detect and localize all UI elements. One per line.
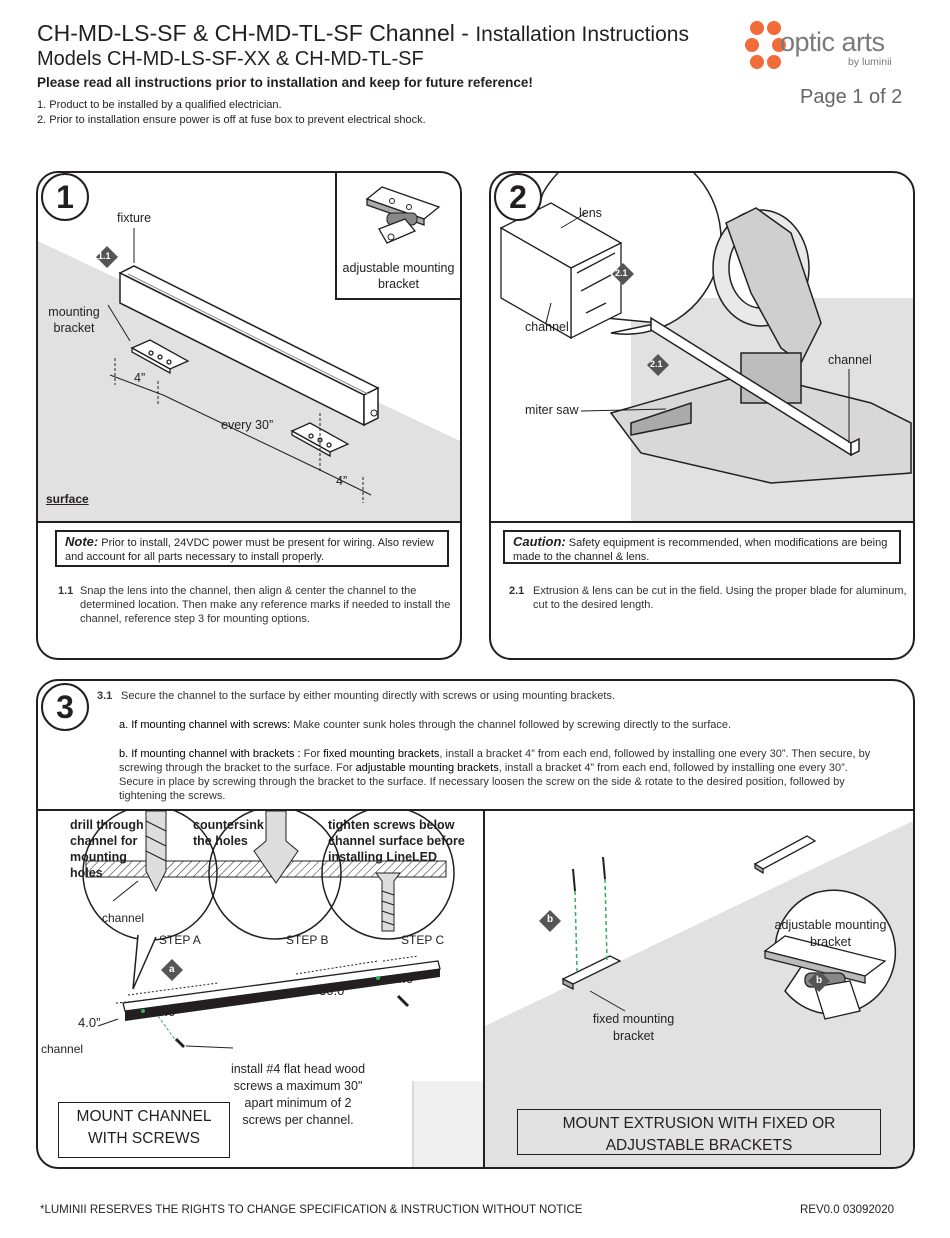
step2-lens-label: lens: [579, 206, 602, 220]
step3-step-c-label: STEP C: [401, 933, 445, 947]
step3-option-b-text1: For: [303, 748, 321, 760]
step3-intro: 3.1 Secure the channel to the surface by…: [97, 689, 913, 703]
step3-badge-b2-label: b: [816, 975, 823, 986]
step1-fixture-label: fixture: [117, 211, 152, 225]
step1-dim-4: 4”: [134, 371, 146, 385]
step2-instruction-number: 2.1: [509, 585, 525, 597]
step2-channel-a-label: channel: [525, 320, 569, 334]
step2-caution-text: Safety equipment is recommended, when mo…: [513, 537, 888, 563]
step3-badge-b1-label: b: [547, 914, 554, 925]
step3-dim-40-a: 4.0”: [78, 1015, 101, 1030]
step1-dim-4b: 4”: [336, 474, 348, 488]
step3-mount-brackets-box: MOUNT EXTRUSION WITH FIXED OR ADJUSTABLE…: [517, 1109, 881, 1155]
step1-instruction: 1.1 Snap the lens into the channel, then…: [58, 584, 460, 626]
step1-divider: [38, 521, 460, 523]
models-line: Models CH-MD-LS-SF-XX & CH-MD-TL-SF: [37, 48, 424, 70]
step2-caution-box: Caution: Safety equipment is recommended…: [503, 530, 901, 564]
step1-adjustable-bracket-label: adjustable mounting bracket: [342, 261, 455, 291]
step3-step-a-label: STEP A: [159, 933, 201, 947]
adjustable-bracket-icon: [365, 186, 441, 244]
footer-revision: REV0.0 03092020: [800, 1204, 894, 1216]
step3-mount-screws-box: MOUNT CHANNEL WITH SCREWS: [58, 1102, 230, 1158]
step3-option-a-text: Make counter sunk holes through the chan…: [293, 719, 732, 731]
step1-note-box: Note: Prior to install, 24VDC power must…: [55, 530, 449, 567]
step3-badge-a-label: a: [169, 964, 175, 975]
step1-badge-label: 1.1: [98, 251, 111, 261]
footer-disclaimer: *LUMINII RESERVES THE RIGHTS TO CHANGE S…: [40, 1204, 583, 1216]
step1-mounting-bracket-label: mounting bracket: [48, 305, 100, 335]
step2-miter-saw-label: miter saw: [525, 403, 579, 417]
step1-instruction-number: 1.1: [58, 585, 74, 597]
step2-caution-title: Caution:: [513, 534, 566, 549]
step3-option-a: a. If mounting channel with screws: Make…: [119, 718, 899, 732]
step3-number: 3: [41, 683, 89, 731]
step3-dim-300-a: 30.0”: [150, 1004, 180, 1019]
step2-instruction: 2.1 Extrusion & lens can be cut in the f…: [509, 584, 913, 612]
step1-panel: 1.1 1 fixture mounting bracket 4” every …: [36, 171, 462, 660]
step1-every-30: every 30”: [221, 418, 274, 432]
step1-instruction-text: Snap the lens into the channel, then ali…: [80, 585, 451, 625]
logo-dots-icon: [745, 21, 786, 69]
step3-option-b: b. If mounting channel with brackets : F…: [119, 747, 879, 803]
step3-panel: 3 3.1 Secure the channel to the surface …: [36, 679, 915, 1169]
step3-divider-v: [483, 809, 485, 1167]
step3-option-b-adjustable: adjustable mounting brackets: [355, 762, 499, 774]
step1-surface-label: surface: [46, 492, 89, 506]
step3-tighten-label: tighten screws below channel surface bef…: [328, 818, 465, 864]
step3-dim-40-b: 4.0”: [395, 971, 418, 986]
step3-divider-h: [38, 809, 913, 811]
step2-instruction-text: Extrusion & lens can be cut in the field…: [533, 585, 907, 611]
page-number: Page 1 of 2: [800, 86, 903, 108]
step3-install-note: install #4 flat head wood screws a maxim…: [230, 1062, 366, 1127]
note-qualified-electrician: 1. Product to be installed by a qualifie…: [37, 99, 282, 111]
step3-option-b-text3: , install a bracket 4” from each end, fo…: [119, 762, 848, 802]
step3-option-b-text2: , install a bracket 4” from each end, fo…: [119, 748, 871, 774]
step3-dim-300-b: 30.0”: [319, 983, 349, 998]
step3-channel-a-label: channel: [102, 911, 145, 925]
logo-by: by luminii: [848, 56, 892, 68]
step3-option-a-lead: a. If mounting channel with screws:: [119, 719, 291, 731]
logo-text: optic arts: [780, 27, 885, 57]
title-sub: Installation Instructions: [475, 23, 689, 46]
step3-intro-text: Secure the channel to the surface by eit…: [121, 690, 616, 702]
step1-note-text: Prior to install, 24VDC power must be pr…: [65, 537, 434, 563]
step3-left-illustration: [82, 811, 483, 1167]
step1-inset: adjustable mounting bracket: [335, 173, 460, 300]
title-main: CH-MD-LS-SF & CH-MD-TL-SF Channel -: [37, 20, 469, 46]
step3-drill-label: drill through channel for mounting holes: [70, 818, 144, 880]
step2-illustration: [499, 173, 913, 523]
step3-fixed-bracket-label: fixed mounting bracket: [592, 1012, 675, 1043]
step2-panel: 2.1 2.1 2 lens channel channel miter saw…: [489, 171, 915, 660]
step3-channel-b-label: channel: [41, 1042, 84, 1056]
step2-badge-b-label: 2.1: [650, 359, 663, 369]
step1-note-title: Note:: [65, 534, 99, 549]
step3-option-b-lead: b. If mounting channel with brackets :: [119, 748, 301, 760]
step3-right-illustration: [485, 821, 913, 1167]
step1-surface-illustration: [38, 228, 460, 523]
document-title: CH-MD-LS-SF & CH-MD-TL-SF Channel - Inst…: [37, 18, 689, 50]
read-all-warning: Please read all instructions prior to in…: [37, 75, 533, 90]
step3-step-b-label: STEP B: [286, 933, 329, 947]
step1-number: 1: [41, 173, 89, 221]
step3-intro-number: 3.1: [97, 690, 113, 702]
step3-countersink-label: countersink the holes: [193, 818, 264, 848]
step3-adjustable-bracket-label: adjustable mounting bracket: [774, 918, 887, 949]
step2-divider: [491, 521, 913, 523]
step3-option-b-fixed: fixed mounting brackets: [323, 748, 440, 760]
step2-channel-b-label: channel: [828, 353, 872, 367]
step2-badge-a-label: 2.1: [615, 268, 628, 278]
note-power-off: 2. Prior to installation ensure power is…: [37, 114, 426, 126]
step2-number: 2: [494, 173, 542, 221]
